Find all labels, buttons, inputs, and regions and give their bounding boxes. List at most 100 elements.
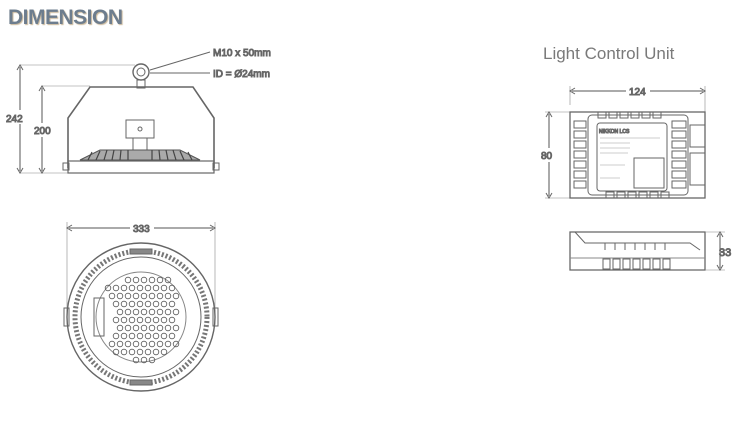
eye-bolt-icon	[132, 63, 150, 81]
led-icon	[168, 316, 176, 324]
height-total-label: 242	[6, 114, 23, 125]
led-icon	[124, 340, 132, 348]
led-icon	[152, 284, 160, 292]
led-icon	[120, 348, 128, 356]
led-icon	[128, 316, 136, 324]
led-icon	[144, 332, 152, 340]
led-icon	[120, 316, 128, 324]
led-icon	[148, 356, 156, 364]
led-icon	[156, 292, 164, 300]
fin	[632, 258, 641, 270]
led-icon	[164, 308, 172, 316]
fin	[671, 140, 687, 149]
led-icon	[164, 324, 172, 332]
led-icon	[136, 348, 144, 356]
led-icon	[136, 332, 144, 340]
led-icon	[160, 332, 168, 340]
led-icon	[132, 324, 140, 332]
led-icon	[128, 300, 136, 308]
fin	[652, 111, 662, 119]
led-icon	[152, 316, 160, 324]
lcu-brand-label: NIKKON LCS	[599, 129, 630, 135]
led-icon	[148, 276, 156, 284]
fin	[597, 111, 607, 119]
led-icon	[140, 276, 148, 284]
led-icon	[160, 300, 168, 308]
fin	[638, 191, 648, 199]
fin	[649, 191, 659, 199]
led-icon	[140, 356, 148, 364]
led-icon	[156, 276, 164, 284]
led-icon	[140, 324, 148, 332]
lamp-side-view: 242 200 M10 x 50mm ID = Ø24mm	[4, 48, 271, 174]
led-icon	[112, 284, 120, 292]
lamp-top-view: 333	[63, 221, 219, 392]
led-icon	[172, 324, 180, 332]
fin	[671, 150, 687, 159]
led-icon	[164, 276, 172, 284]
diameter-label: 333	[133, 224, 150, 235]
led-icon	[168, 300, 176, 308]
section-title: DIMENSION	[8, 6, 123, 29]
led-icon	[148, 308, 156, 316]
lcu-side-view: 33	[569, 231, 732, 271]
led-icon	[140, 292, 148, 300]
fin	[630, 111, 640, 119]
fin	[619, 111, 629, 119]
fin	[602, 258, 611, 270]
led-icon	[116, 308, 124, 316]
height-body-label: 200	[34, 126, 51, 137]
lcu-height-label: 33	[719, 247, 731, 259]
fin	[573, 150, 587, 159]
fin	[671, 180, 687, 189]
led-icon	[156, 340, 164, 348]
fin	[573, 180, 587, 189]
lcu-depth-label: 80	[541, 151, 553, 162]
led-icon	[132, 292, 140, 300]
led-icon	[152, 300, 160, 308]
led-icon	[108, 340, 116, 348]
led-icon	[124, 276, 132, 284]
fin	[573, 140, 587, 149]
led-icon	[124, 292, 132, 300]
fin	[662, 258, 671, 270]
led-icon	[172, 308, 180, 316]
fin	[671, 160, 687, 169]
led-icon	[160, 348, 168, 356]
led-icon	[136, 300, 144, 308]
led-icon	[160, 284, 168, 292]
led-icon	[136, 316, 144, 324]
led-icon	[128, 348, 136, 356]
led-icon	[172, 292, 180, 300]
led-icon	[140, 340, 148, 348]
led-icon	[104, 284, 112, 292]
fin	[616, 191, 626, 199]
fin	[612, 258, 621, 270]
led-icon	[120, 332, 128, 340]
lcu-top-view: 124 80 NIKKON LCS	[540, 84, 706, 199]
led-icon	[144, 284, 152, 292]
fin	[605, 191, 615, 199]
led-icon	[112, 300, 120, 308]
led-icon	[144, 316, 152, 324]
fin	[652, 258, 661, 270]
led-icon	[152, 332, 160, 340]
led-icon	[156, 324, 164, 332]
fin	[671, 170, 687, 179]
led-icon	[168, 284, 176, 292]
led-icon	[164, 292, 172, 300]
led-icon	[132, 276, 140, 284]
fin	[641, 111, 651, 119]
led-icon	[112, 348, 120, 356]
led-icon	[108, 292, 116, 300]
led-icon	[148, 324, 156, 332]
fin	[671, 120, 687, 129]
led-icon	[112, 332, 120, 340]
led-icon	[124, 324, 132, 332]
led-icon	[120, 300, 128, 308]
led-icon	[168, 332, 176, 340]
fin	[622, 258, 631, 270]
led-icon	[132, 340, 140, 348]
led-icon	[172, 340, 180, 348]
